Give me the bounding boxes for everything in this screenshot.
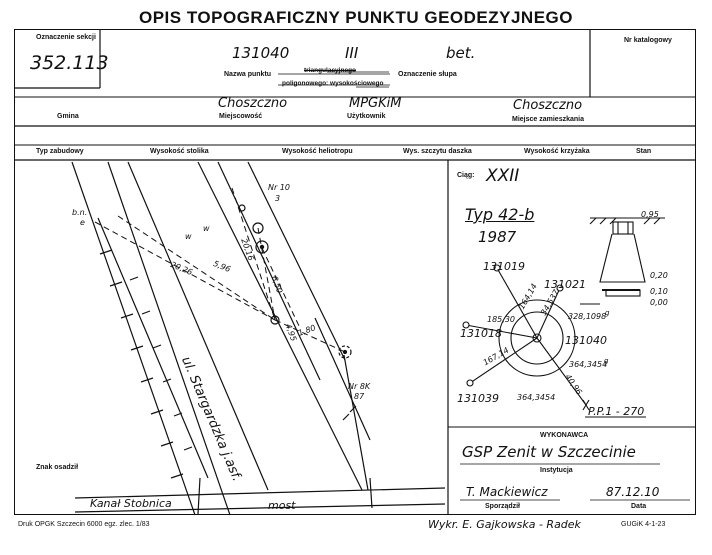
gmina-label: Gmina <box>57 113 79 120</box>
user-label: Użytkownik <box>347 113 386 120</box>
executor-label: WYKONAWCA <box>540 432 589 439</box>
meas-3643454-a-sup: g <box>604 357 609 365</box>
prepared-date: 87.12.10 <box>606 485 660 499</box>
institution-label: Instytucja <box>540 467 573 474</box>
pillar-label: Oznaczenie słupa <box>398 71 457 78</box>
date-label: Data <box>631 503 647 510</box>
pt-131018: 131018 <box>460 327 502 340</box>
locality-label: Miejscowość <box>219 113 263 120</box>
canal-label: Kanał Stobnica <box>90 497 172 510</box>
nr10-sub: 3 <box>275 194 281 203</box>
polygon-label: poligonowego: wysokościowego <box>282 80 384 87</box>
pp-label: P.P.1 - 270 <box>588 405 645 418</box>
nr10-label: Nr 10 <box>268 183 290 192</box>
column-state: Stan <box>636 148 652 155</box>
order-class: III <box>345 44 359 62</box>
drawn-by: Wykr. E. Gajkowska - Radek <box>428 518 581 531</box>
prepared-label: Sporządził <box>485 503 521 510</box>
catalog-label: Nr katalogowy <box>624 37 672 44</box>
section-label: Oznaczenie sekcji <box>36 34 96 41</box>
print-info: Druk OPGK Szczecin 6000 egz. zlec. 1/83 <box>18 521 150 528</box>
bridge-label: most <box>268 499 296 512</box>
pt-131039: 131039 <box>457 392 499 405</box>
prepared-by: T. Mackiewicz <box>466 485 548 499</box>
locality-value: Choszczno <box>218 96 288 111</box>
triangulation-label: triangulacyjnego <box>304 67 357 74</box>
pt-131019: 131019 <box>483 260 525 273</box>
profile-095: 0,95 <box>641 210 659 219</box>
column-cross-height: Wysokość krzyżaka <box>524 148 590 155</box>
column-heliotrope-height: Wysokość heliotropu <box>282 148 353 155</box>
fix-marks-label: Znak osadził <box>36 464 79 471</box>
profile-000: 0,00 <box>650 298 668 307</box>
e-mark-label: e <box>80 218 85 227</box>
residence-label: Miejsce zamieszkania <box>512 116 584 123</box>
meas-3281098-sup: g <box>605 309 610 317</box>
column-roof-height: Wys. szczytu daszka <box>403 148 472 155</box>
w-mark-label-2: w <box>203 224 210 233</box>
pillar-marking: bet. <box>446 44 476 62</box>
meas-3643454-a: 364,3454 <box>569 360 608 369</box>
nr8k-sub: 87 <box>354 392 365 401</box>
meas-3643454-b: 364,3454 <box>517 393 556 402</box>
nr8k-label: Nr 8K <box>348 382 371 391</box>
meas-3281098: 328,1098 <box>568 312 607 321</box>
point-name-label: Nazwa punktu <box>224 71 272 78</box>
pt-131040: 131040 <box>565 334 607 347</box>
section-value: 352.113 <box>30 52 109 74</box>
form-frame <box>14 29 696 515</box>
point-number: 131040 <box>232 44 290 62</box>
column-building-type: Typ zabudowy <box>36 148 84 155</box>
pt-131021: 131021 <box>544 278 586 291</box>
ciag-value: XXII <box>486 166 520 186</box>
executor-name: GSP Zenit w Szczecinie <box>462 443 636 461</box>
ciag-label: Ciąg: <box>457 172 475 179</box>
mark-type: Typ 42-b <box>465 205 535 224</box>
residence-value: Choszczno <box>513 98 583 113</box>
column-table-height: Wysokość stolika <box>150 148 209 155</box>
profile-020: 0,20 <box>650 271 668 280</box>
profile-010: 0,10 <box>650 287 668 296</box>
document-title: OPIS TOPOGRAFICZNY PUNKTU GEODEZYJNEGO <box>139 8 573 27</box>
w-mark-label: w <box>185 232 192 241</box>
form-number: GUGiK 4-1-23 <box>621 521 666 528</box>
meas-18530: 185,30 <box>487 315 515 324</box>
bench-mark-label: b.n. <box>72 208 88 217</box>
user-value: MPGKiM <box>349 96 402 111</box>
mark-year: 1987 <box>478 228 517 246</box>
